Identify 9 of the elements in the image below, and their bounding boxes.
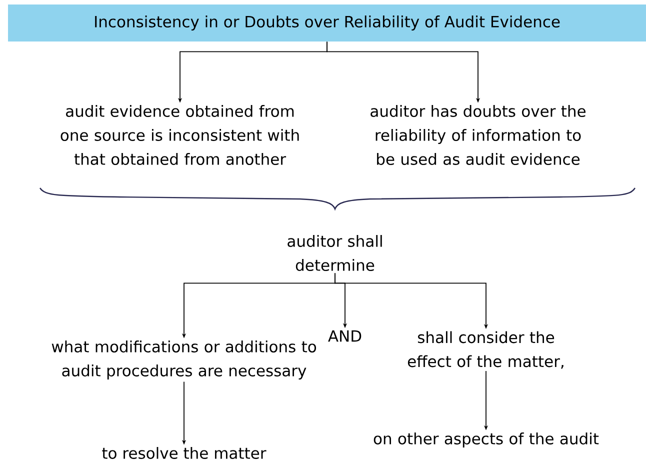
connector-word: AND xyxy=(328,330,362,342)
outcome-text: what modifications or additions to audit procedures are necessary xyxy=(52,340,316,380)
result-text: on other aspects of the audit xyxy=(374,432,599,448)
action-text: auditor shall determine xyxy=(288,235,382,271)
condition-text: audit evidence obtained from one source is inconsistent with that obtained from another xyxy=(60,105,299,165)
condition-text: auditor has doubts over the reliability of information to be used as audit evidence xyxy=(370,105,586,165)
title-banner: Inconsistency in or Doubts over Reliability of Audit Evidence xyxy=(8,4,646,42)
outcome-text: shall consider the effect of the matter, xyxy=(408,331,564,369)
result-text: to resolve the matter xyxy=(102,447,266,459)
